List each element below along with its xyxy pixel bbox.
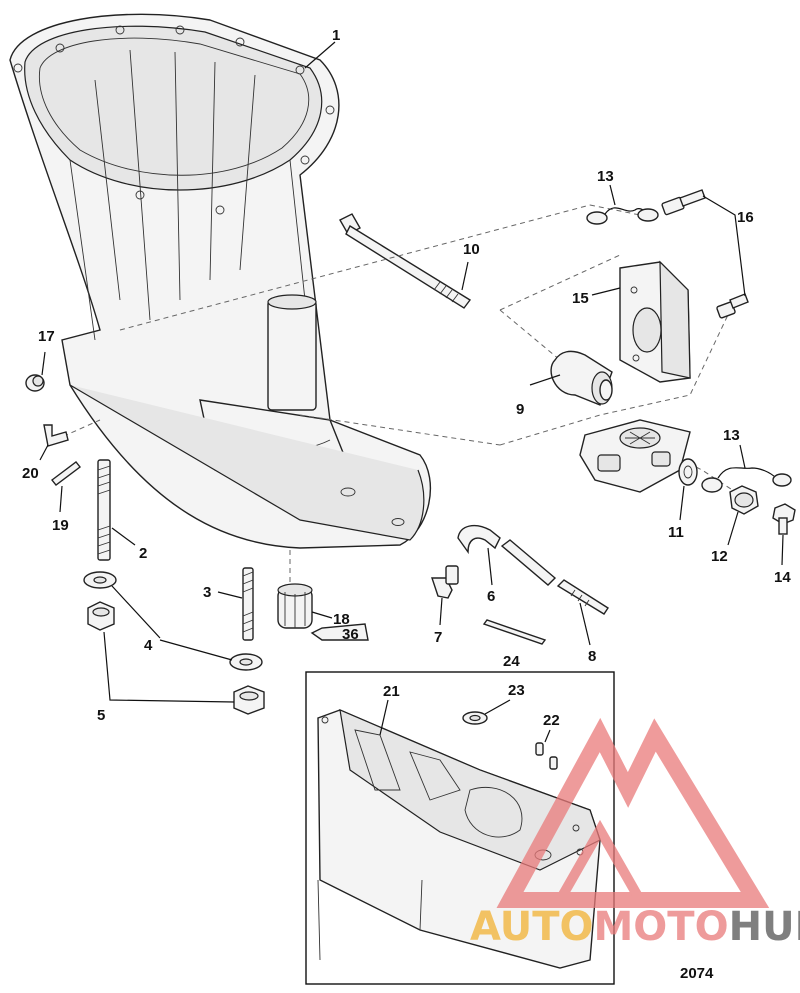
callout-7: 7 [434, 629, 442, 646]
callout-4: 4 [144, 637, 153, 654]
leader-17 [41, 351, 46, 376]
sealant-tube: 36 [310, 623, 369, 643]
callout-8: 8 [588, 648, 596, 665]
leader-20 [39, 444, 49, 461]
dowel-pins-22 [535, 742, 558, 770]
lower-mount-casting [579, 419, 691, 493]
leader-11 [679, 485, 685, 521]
callout-9: 9 [516, 401, 524, 418]
leader-15 [591, 287, 621, 296]
nuts-5 [87, 601, 265, 715]
callout-14: 14 [774, 569, 791, 586]
fitting-7 [431, 565, 459, 599]
assembly-lines [54, 204, 741, 585]
leader-3 [217, 591, 243, 599]
washer-11 [678, 458, 698, 486]
fitting-8 [556, 579, 609, 615]
callout-5: 5 [97, 707, 105, 724]
leader-7 [439, 597, 443, 626]
hose-6 [457, 524, 557, 586]
leader-6 [487, 547, 493, 586]
watermark-text: AUTOMOTOHUB [470, 904, 800, 950]
leader-2 [111, 527, 136, 546]
leader-8 [579, 602, 591, 646]
stud-2 [97, 459, 111, 561]
leader-22 [544, 729, 551, 743]
leader-18 [311, 611, 333, 619]
mount-bracket [619, 260, 691, 383]
callout-1: 1 [332, 27, 340, 44]
callout-15: 15 [572, 290, 589, 307]
long-bolt [339, 213, 472, 309]
callout-19: 19 [52, 517, 69, 534]
watermark-logo: AUTOMOTOHUB [470, 717, 800, 950]
leader-16 [702, 195, 746, 297]
figure-number: 2074 [680, 965, 714, 982]
bolt-14 [772, 503, 796, 535]
callout-6: 6 [487, 588, 495, 605]
callout-numbers: 1 2 3 4 5 6 7 8 9 10 11 12 13 13 14 15 1… [22, 27, 791, 729]
leader-4 [111, 585, 233, 661]
pin-24 [482, 619, 547, 645]
leader-13a [609, 184, 616, 206]
leader-19 [59, 485, 63, 513]
mount-bolts [661, 189, 749, 319]
leader-10 [461, 261, 469, 291]
callout-16: 16 [737, 209, 754, 226]
callout-17: 17 [38, 328, 55, 345]
pin-19 [51, 461, 81, 486]
tube-label: 36 [342, 626, 359, 643]
ground-strap-lower [701, 467, 792, 493]
callout-24: 24 [503, 653, 520, 670]
callout-22: 22 [543, 712, 560, 729]
parts-inset-box [305, 671, 615, 985]
callout-23: 23 [508, 682, 525, 699]
rubber-mount [550, 350, 613, 406]
stud-3 [242, 567, 254, 641]
callout-13-upper: 13 [597, 168, 614, 185]
leader-14 [781, 534, 784, 566]
leader-9 [529, 374, 561, 386]
callout-12: 12 [711, 548, 728, 565]
bushing-18 [277, 583, 313, 629]
cap-17 [25, 374, 45, 392]
leader-1 [304, 41, 336, 69]
callout-18: 18 [333, 611, 350, 628]
callout-11: 11 [668, 524, 684, 541]
callout-13-lower: 13 [723, 427, 740, 444]
leader-12 [727, 511, 739, 546]
nut-12 [729, 485, 759, 515]
leader-5 [103, 631, 235, 703]
callout-20: 20 [22, 465, 39, 482]
washers-4 [83, 571, 263, 671]
callout-2: 2 [139, 545, 147, 562]
leader-21 [379, 699, 389, 736]
callout-10: 10 [463, 241, 480, 258]
washer-23 [462, 711, 488, 725]
driveshaft-housing [9, 13, 432, 549]
ground-strap-upper [586, 207, 659, 225]
callout-21: 21 [383, 683, 400, 700]
leader-13b [739, 444, 746, 469]
leader-23 [484, 699, 511, 715]
elbow-fitting-20 [43, 424, 69, 447]
callout-3: 3 [203, 584, 211, 601]
